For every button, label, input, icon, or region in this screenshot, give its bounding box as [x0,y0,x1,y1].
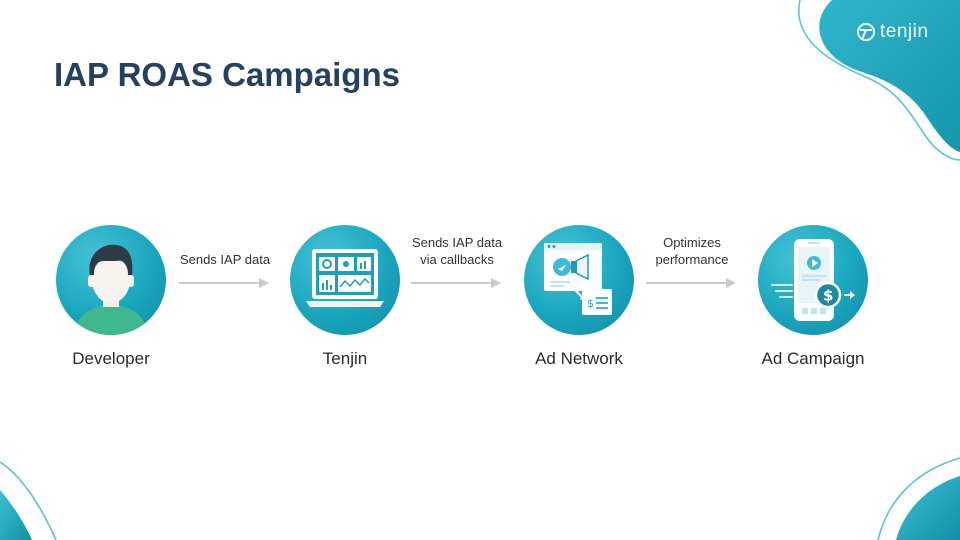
ad-network-megaphone-icon: $ [544,243,612,315]
edge-ad-network-to-ad-campaign: Optimizes performance [627,234,757,289]
arrow-right-icon [179,278,269,288]
bottom-right-wave-line [877,457,960,540]
svg-text:$: $ [823,287,833,305]
edge-tenjin-to-ad-network: Sends IAP data via callbacks [392,234,522,289]
svg-text:$: $ [587,297,594,310]
bottom-left-wave-line [0,461,57,540]
ad-campaign-phone-dollar-icon: $ [771,239,855,321]
edge-label: Sends IAP data [160,234,290,268]
node-label: Ad Campaign [761,349,865,368]
edge-label-line: performance [655,252,729,267]
tenjin-dashboard-laptop-icon [306,249,384,307]
node-developer: Developer [31,225,191,369]
bottom-left-wave-fill [0,490,32,540]
arrow-right-icon [646,278,736,288]
node-tenjin: Tenjin [265,225,425,369]
node-ad-campaign: $ Ad Campaign [733,225,893,369]
node-label: Developer [72,349,150,368]
ad-campaign-circle: $ [758,225,868,335]
edge-label-line: Optimizes [663,235,721,250]
edge-label: Sends IAP data via callbacks [392,234,522,268]
developer-person-icon [74,244,148,335]
edge-label-line: Sends IAP data [179,252,271,267]
brand-name: tenjin [880,21,929,42]
node-ad-network: $ Ad Network [499,225,659,369]
edge-developer-to-tenjin: Sends IAP data [160,234,290,289]
edge-label-line: Sends IAP data [411,235,503,250]
developer-circle [56,225,166,335]
ad-network-circle: $ [524,225,634,335]
page-title: IAP ROAS Campaigns [54,56,400,93]
edge-label: Optimizes performance [627,234,757,268]
node-label: Tenjin [322,349,368,368]
bottom-right-wave-fill [896,476,960,540]
tenjin-logo: tenjin [856,20,928,44]
edge-label-line: via callbacks [420,252,494,267]
arrow-right-icon [411,278,501,288]
tenjin-logo-icon [857,23,875,41]
node-label: Ad Network [535,349,623,368]
tenjin-circle [290,225,400,335]
